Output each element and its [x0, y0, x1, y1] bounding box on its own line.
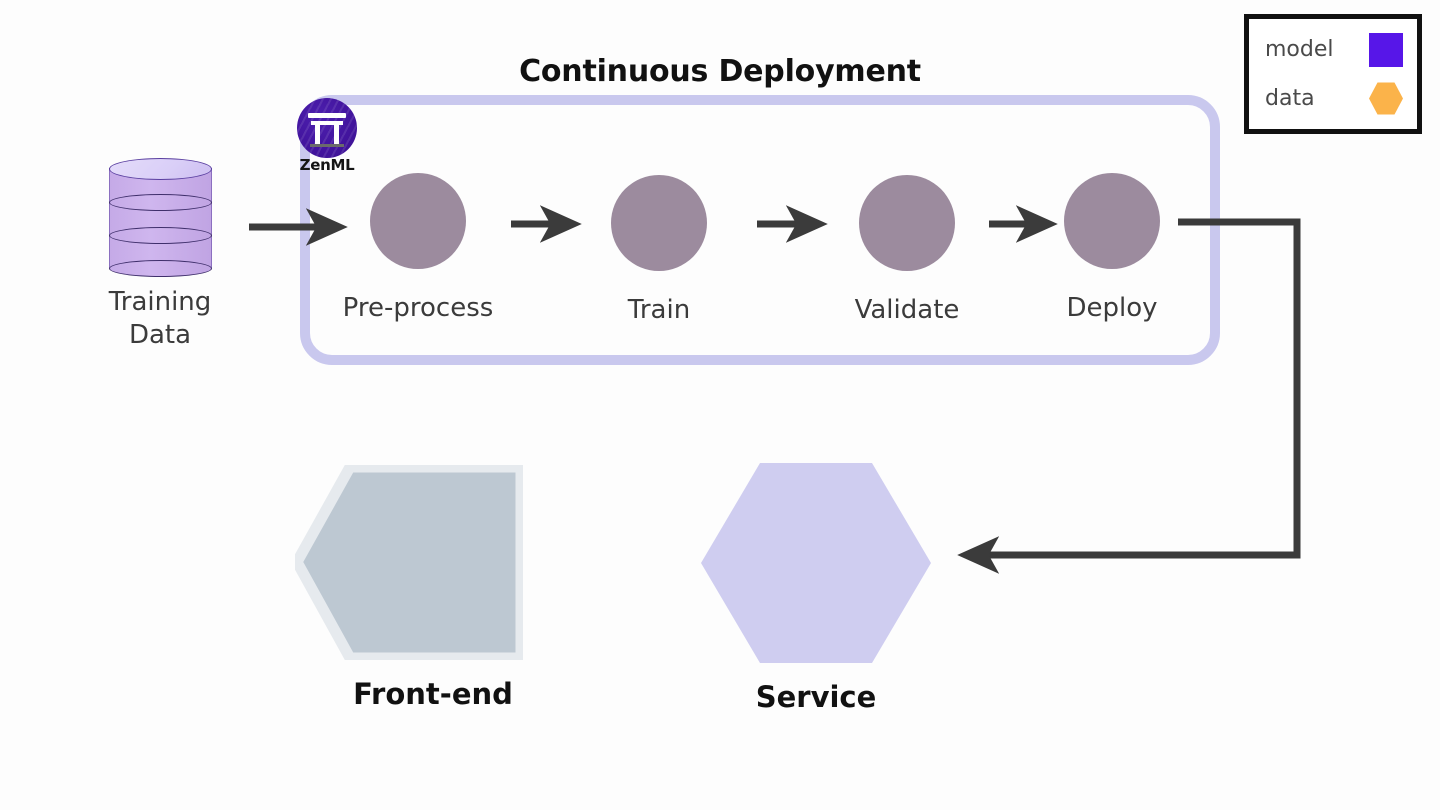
torii-left-pillar: [315, 121, 320, 145]
legend-item-model: model: [1265, 32, 1403, 67]
database-cylinder-icon: [108, 158, 212, 277]
step-label: Train: [627, 295, 691, 325]
arrow-deploy-to-service: [957, 218, 1301, 574]
page-title: Continuous Deployment: [519, 54, 921, 89]
service-hexagon-icon: [701, 463, 931, 663]
pipeline-step-validate[interactable]: Validate: [817, 175, 997, 325]
training-data-label: Training Data: [86, 286, 234, 353]
training-data-label-line1: Training: [108, 287, 212, 317]
step-label: Validate: [854, 295, 960, 325]
torii-top-beam: [308, 113, 346, 118]
legend-label-data: data: [1265, 86, 1315, 111]
frontend-node[interactable]: Front-end: [295, 465, 535, 740]
legend-item-data: data: [1265, 82, 1403, 116]
torii-second-beam: [311, 121, 343, 125]
model-square-icon: [1369, 32, 1403, 67]
pipeline-step-train[interactable]: Train: [569, 175, 749, 325]
pipeline-step-pre-process[interactable]: Pre-process: [328, 173, 508, 323]
training-data-node: Training Data: [100, 158, 220, 378]
legend: model data: [1244, 14, 1422, 134]
frontend-label: Front-end: [353, 677, 513, 711]
legend-label-model: model: [1265, 37, 1334, 62]
db-top-ellipse: [109, 158, 212, 180]
torii-right-pillar: [334, 121, 339, 145]
step-circle-icon: [370, 173, 466, 269]
frontend-pentagon-icon: [295, 465, 523, 660]
zenml-logo: ZenML: [293, 98, 361, 176]
service-label: Service: [755, 680, 877, 714]
service-node[interactable]: Service: [700, 462, 932, 737]
step-circle-icon: [611, 175, 707, 271]
step-circle-icon: [859, 175, 955, 271]
training-data-label-line2: Data: [128, 320, 192, 351]
data-hexagon-icon: [1369, 82, 1403, 115]
zenml-circle-icon: [297, 98, 357, 158]
step-label: Pre-process: [342, 293, 494, 323]
pipeline-step-deploy[interactable]: Deploy: [1022, 173, 1202, 323]
zenml-wordmark: ZenML: [299, 156, 355, 174]
step-circle-icon: [1064, 173, 1160, 269]
torii-base: [310, 144, 344, 147]
step-label: Deploy: [1066, 293, 1158, 323]
